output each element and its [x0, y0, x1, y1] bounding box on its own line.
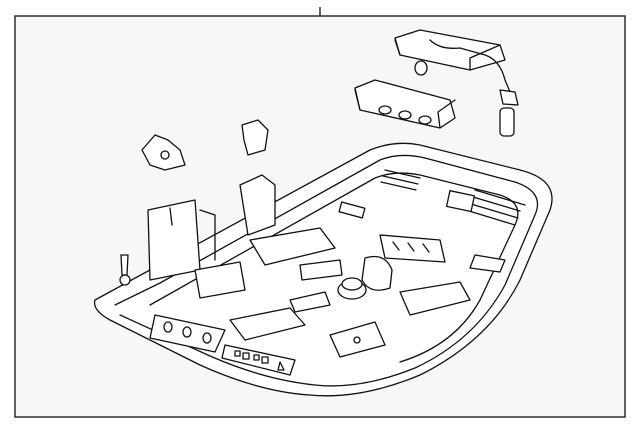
- mounting-clip: [241, 119, 269, 156]
- bulb-socket: [499, 107, 515, 137]
- lamp-module-with-harness: [394, 29, 519, 137]
- switch-bracket: [354, 79, 456, 129]
- retaining-clip: [141, 134, 186, 171]
- overhead-console: [93, 142, 553, 397]
- front-switch-bank: [149, 314, 296, 376]
- screw: [119, 254, 131, 286]
